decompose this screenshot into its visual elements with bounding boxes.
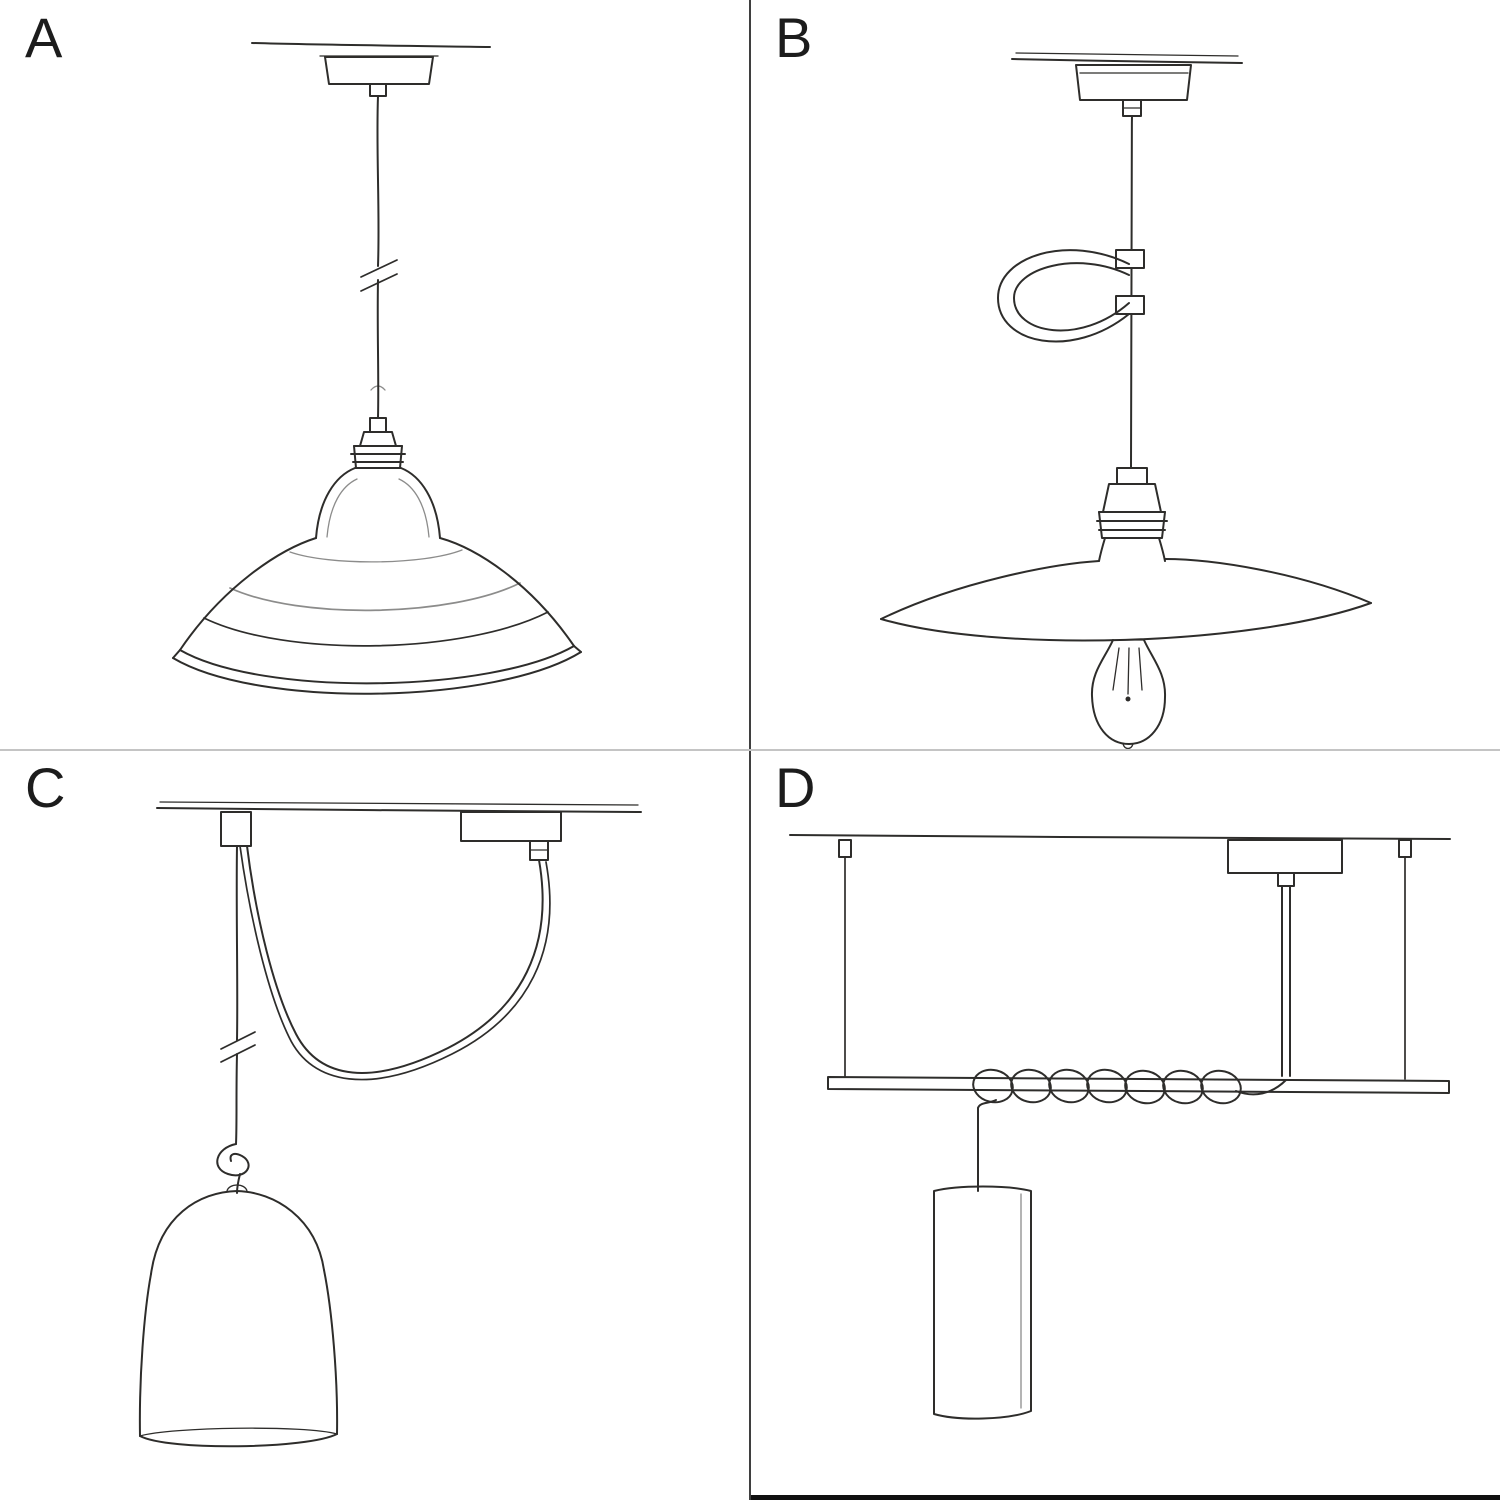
bell-dome-shade — [138, 1184, 339, 1448]
panel-d-label: D — [775, 756, 817, 819]
pendant-cord — [1130, 115, 1133, 469]
ceiling-hook — [220, 811, 252, 847]
horizontal-divider — [0, 749, 1500, 751]
ceiling-line — [251, 42, 491, 48]
lamp-holder — [315, 417, 441, 539]
panel-a-label: A — [25, 6, 64, 69]
panel-c: C — [0, 750, 750, 1500]
ceiling-line — [1011, 52, 1243, 64]
ceiling-canopy — [460, 811, 562, 861]
bar-suspension-tube-shade-sketch — [789, 834, 1451, 1420]
panel-a: A — [0, 0, 750, 750]
horizontal-bar — [827, 1076, 1450, 1094]
panel-d: D — [750, 750, 1500, 1500]
ceiling-line — [789, 834, 1451, 840]
lamp-holder — [1096, 467, 1168, 562]
tube-shade — [933, 1185, 1032, 1420]
industrial-bowl-shade — [172, 537, 582, 695]
pendant-industrial-bowl-shade-sketch — [172, 42, 582, 695]
panel-c-label: C — [25, 756, 67, 819]
light-bulb — [1090, 639, 1167, 750]
panel-b-label: B — [775, 6, 814, 69]
ceiling-canopy — [1075, 64, 1192, 117]
ceiling-canopy — [319, 55, 439, 97]
flat-plate-shade — [880, 558, 1372, 642]
pendant-plate-shade-bulb-sketch — [880, 52, 1372, 750]
cord-stem — [1281, 885, 1291, 1077]
cable-hook — [997, 249, 1145, 343]
drop-cord — [220, 845, 256, 1145]
ceiling-canopy — [1227, 839, 1343, 887]
swag-cord — [239, 845, 551, 1081]
suspension-wires — [838, 839, 1412, 1080]
swag-pendant-bell-shade-sketch — [138, 801, 642, 1448]
coiled-cord — [972, 1068, 1287, 1109]
ceiling-line — [156, 801, 642, 813]
panel-b: B — [750, 0, 1500, 750]
pendant-cord — [360, 95, 398, 419]
